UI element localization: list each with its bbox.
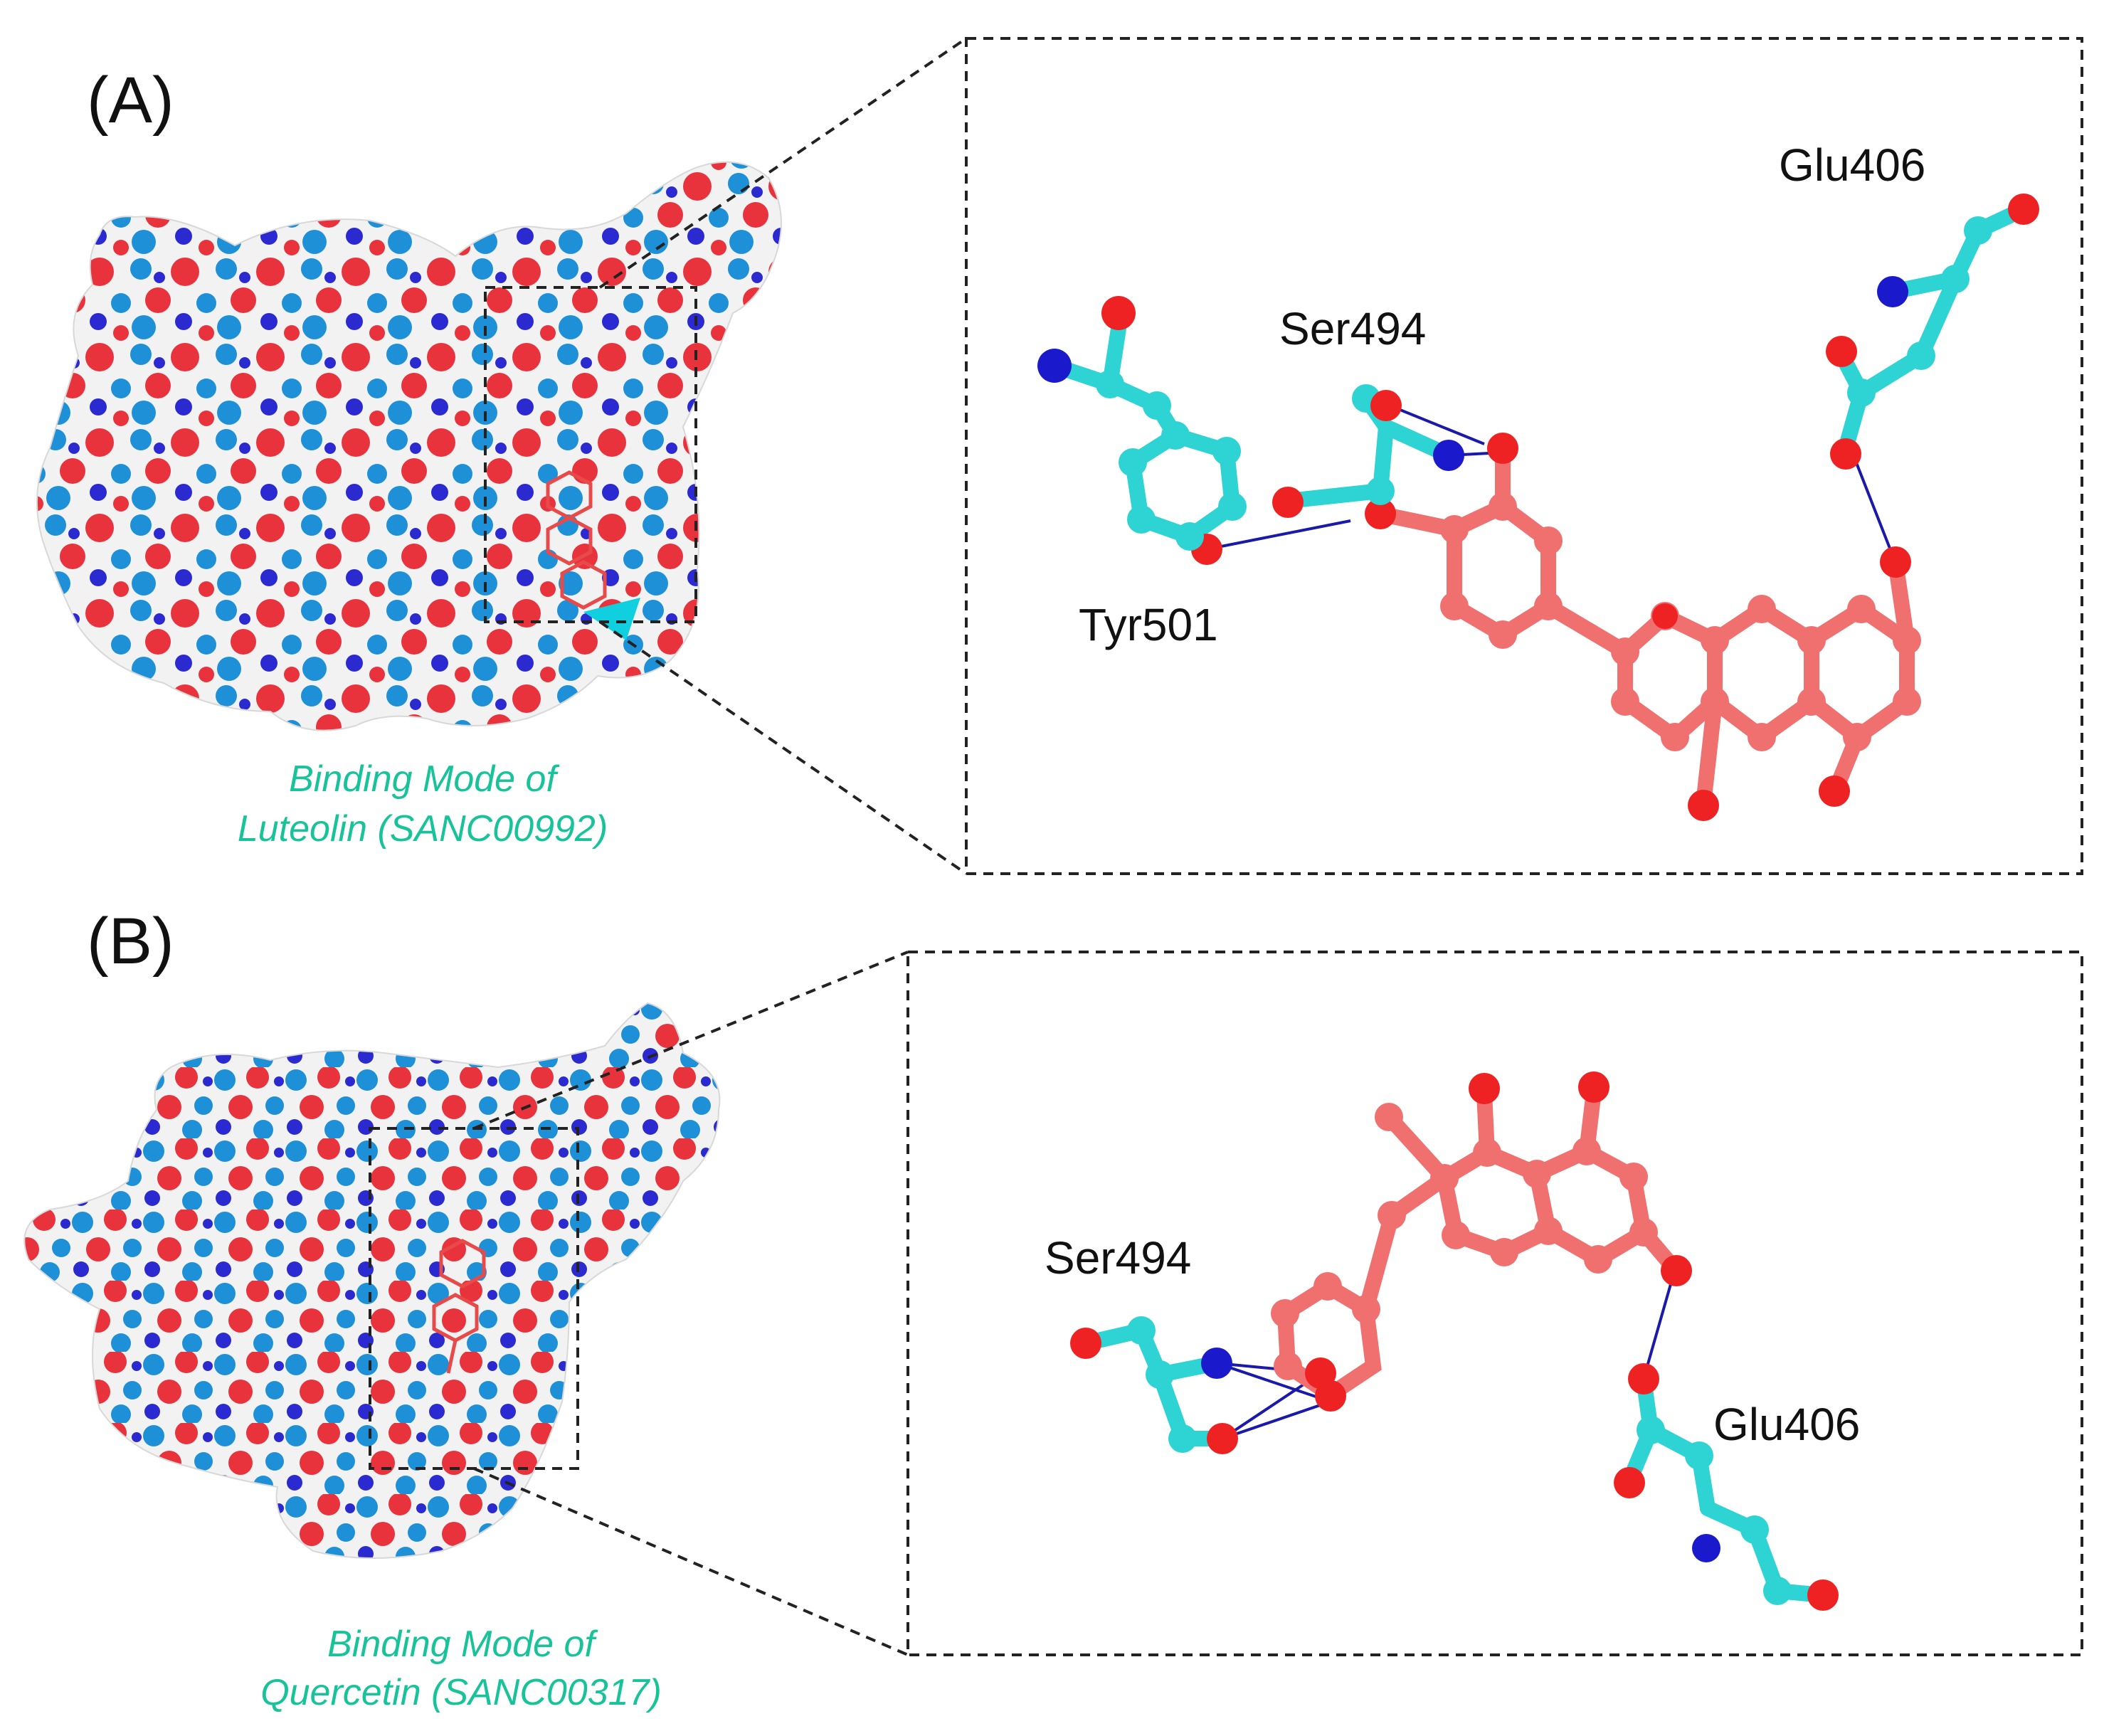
panel-b-label: (B) [87,905,174,978]
surface-shape-b [23,1002,721,1559]
ligand-oxygens-b [1305,1071,1692,1412]
caption-b-line2: Quercetin (SANC00317) [260,1672,662,1713]
ligand-in-surface-b [432,1239,486,1374]
zoom-line-a-top [598,37,968,289]
ligand-atoms-b [1271,1103,1658,1380]
ligand-atoms-a [1440,492,1921,751]
label-glu406-a: Glu406 [1779,139,1925,191]
surface-cyan-patch-a [583,598,640,640]
panel-a: (A) Binding Mode of Luteolin (SANC00992) [36,37,2083,875]
residue-ser494-a [1272,384,1464,518]
zoom-line-b-bottom [473,1467,909,1656]
label-ser494-a: Ser494 [1279,303,1426,354]
residue-glu406-b [1614,1363,1839,1611]
protein-surface-b [23,1002,721,1559]
label-glu406-b: Glu406 [1713,1399,1860,1450]
label-tyr501: Tyr501 [1079,599,1218,650]
ligand-oxygens-a [1365,433,1911,821]
zoom-line-a-bottom [598,620,968,875]
residue-glu406-a [1826,194,2039,470]
panel-a-label: (A) [87,64,174,137]
ligand-in-surface-a [546,470,607,610]
panel-b: (B) Binding Mode of Quercetin (SANC00317… [23,905,2083,1713]
zoom-box-a [484,286,697,623]
caption-a-line2: Luteolin (SANC00992) [238,808,608,850]
label-ser494-b: Ser494 [1045,1232,1191,1284]
residue-tyr501 [1037,296,1247,565]
hbonds-b [1216,1269,1676,1440]
surface-shape-a [36,161,782,731]
protein-surface-a [36,161,782,731]
caption-a-line1: Binding Mode of [289,758,559,800]
caption-b-line1: Binding Mode of [327,1624,598,1665]
zoom-line-b-top [473,951,909,1130]
detail-box-b [906,951,2083,1656]
residue-ser494-b [1070,1316,1238,1454]
